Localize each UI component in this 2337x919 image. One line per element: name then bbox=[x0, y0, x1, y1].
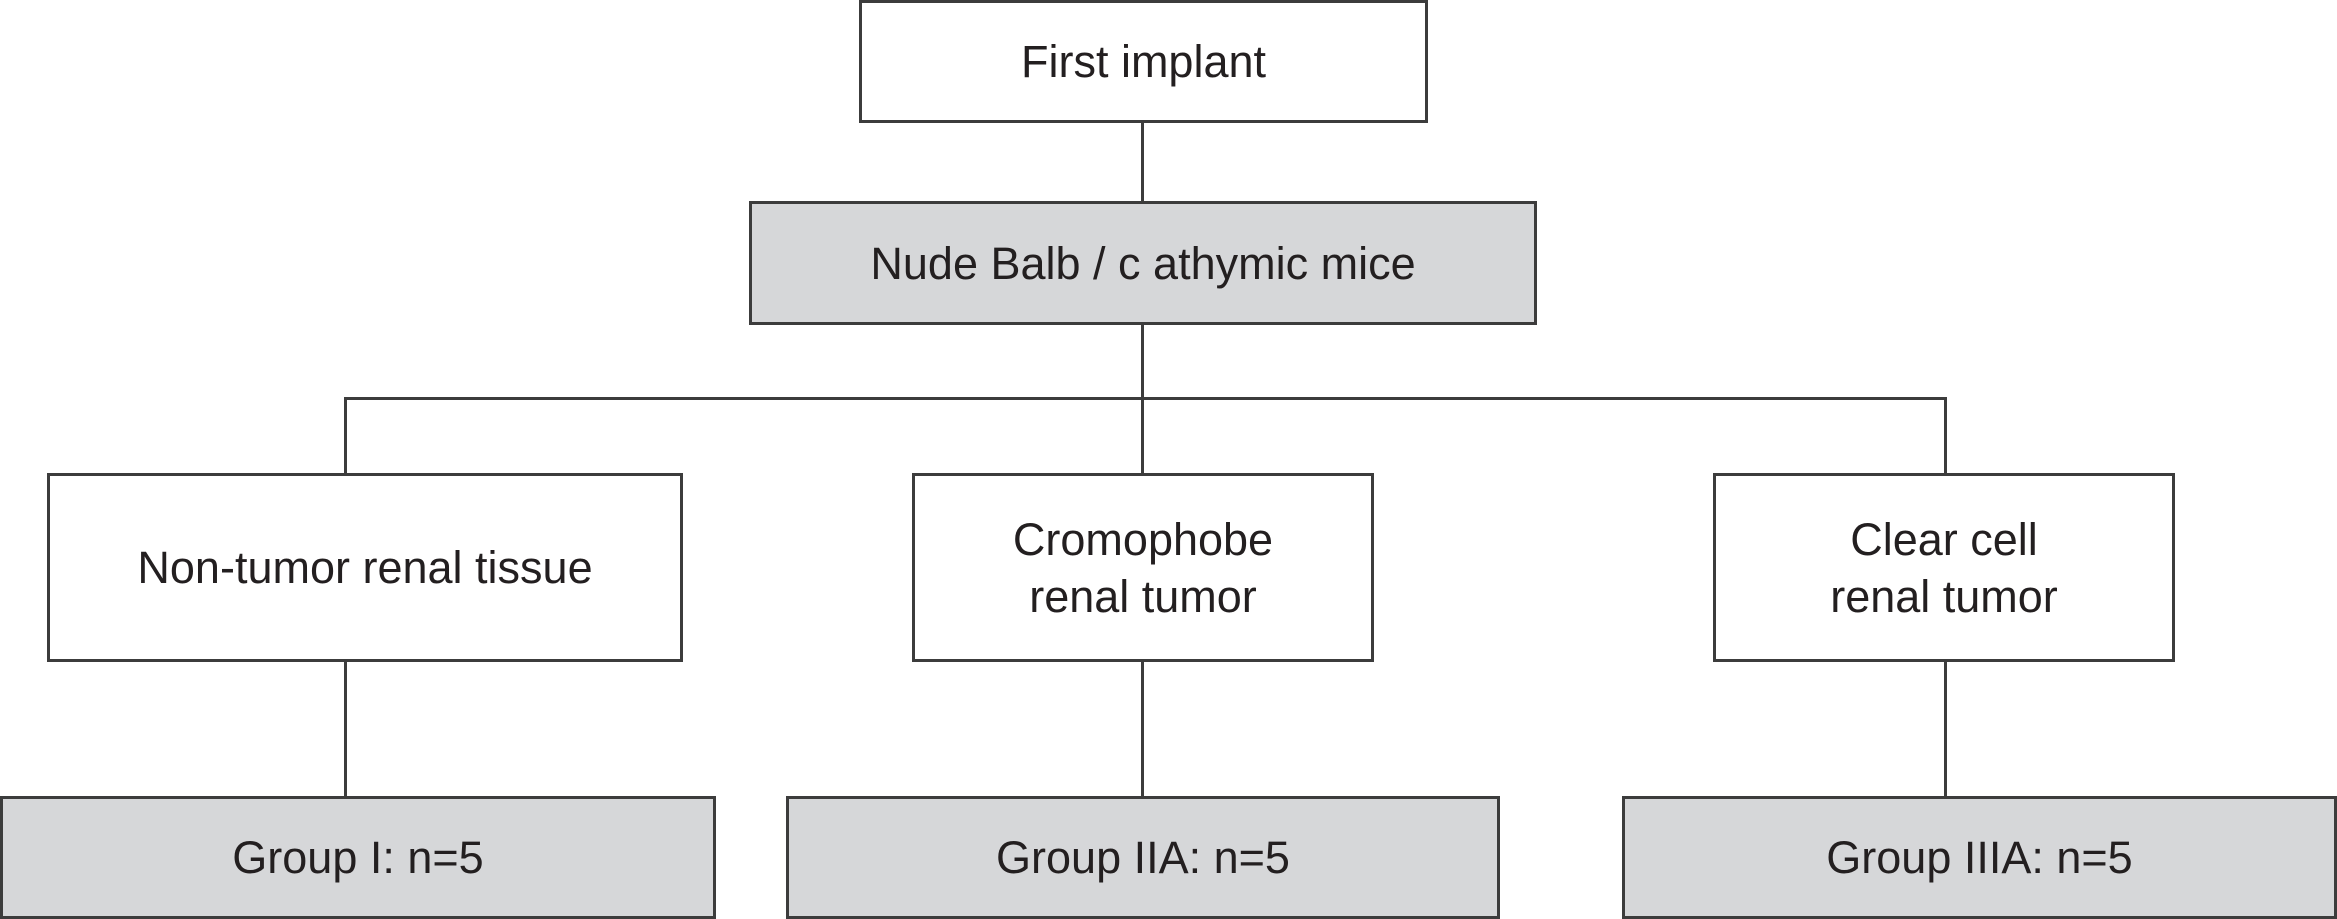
connector-branch-middle bbox=[1141, 397, 1144, 475]
first-implant-node: First implant bbox=[859, 0, 1428, 123]
branch-node-cromophobe: Cromophobe renal tumor bbox=[912, 473, 1374, 662]
connector-host-to-branch-bar bbox=[1141, 322, 1144, 400]
branch-node-clear-cell: Clear cell renal tumor bbox=[1713, 473, 2175, 662]
group-label: Group IIA: n=5 bbox=[996, 832, 1290, 883]
first-implant-label: First implant bbox=[1020, 36, 1267, 87]
branch-label-line: Clear cell bbox=[1850, 513, 2038, 565]
branch-label-line: renal tumor bbox=[1029, 570, 1257, 622]
group-label: Group IIIA: n=5 bbox=[1826, 832, 2133, 883]
connector-middle-to-group bbox=[1141, 660, 1144, 798]
connector-branch-left bbox=[344, 397, 347, 475]
group-node-i: Group I: n=5 bbox=[0, 796, 716, 919]
host-mice-node: Nude Balb / c athymic mice bbox=[749, 201, 1537, 325]
connector-branch-right bbox=[1944, 397, 1947, 475]
group-node-iia: Group IIA: n=5 bbox=[786, 796, 1500, 919]
branch-node-non-tumor: Non-tumor renal tissue bbox=[47, 473, 683, 662]
branch-label-line: Non-tumor renal tissue bbox=[137, 542, 593, 593]
group-node-iiia: Group IIIA: n=5 bbox=[1622, 796, 2337, 919]
group-label: Group I: n=5 bbox=[232, 832, 484, 883]
connector-left-to-group bbox=[344, 660, 347, 798]
branch-bar bbox=[344, 397, 1947, 400]
host-mice-label: Nude Balb / c athymic mice bbox=[870, 237, 1416, 289]
connector-right-to-group bbox=[1944, 660, 1947, 798]
connector-top-to-host bbox=[1141, 120, 1144, 204]
branch-label-line: renal tumor bbox=[1830, 570, 2058, 622]
branch-label-line: Cromophobe bbox=[1012, 513, 1274, 565]
